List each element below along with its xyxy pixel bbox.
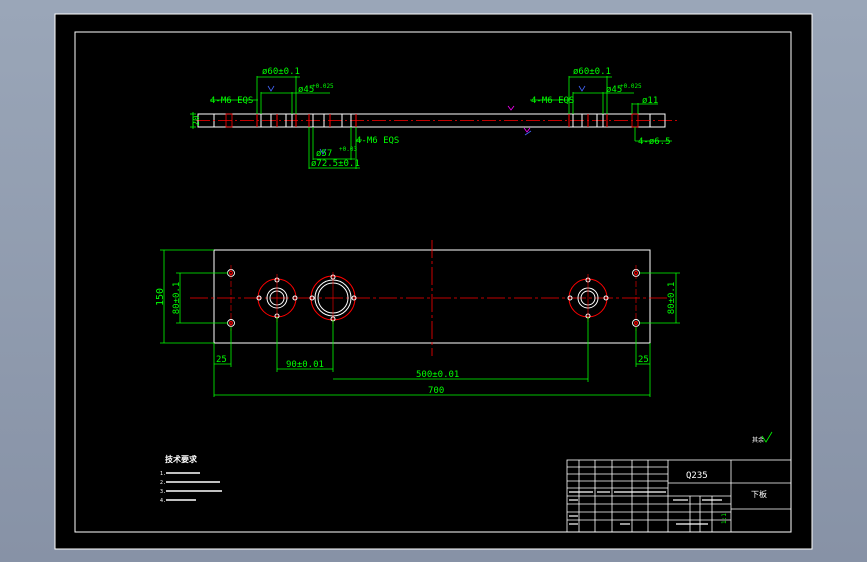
left-hole-spacing-label: 80±0.1 <box>172 282 182 315</box>
drawing-sheet <box>54 13 813 550</box>
scale-label: 1:1 <box>721 513 728 524</box>
top-view: 20 4-M6 EQS ø60±0.1 ø45 +0.025 4-M6 EQS … <box>190 67 678 169</box>
technical-notes: 技术要求 1. 2. 3. 4. <box>160 454 222 504</box>
right-bore-section <box>568 114 608 127</box>
right-mounting-holes <box>632 265 640 331</box>
middle-bore-section <box>308 114 357 127</box>
left-outer-dia-label: ø60±0.1 <box>262 67 300 77</box>
left-inner-dia-label: ø45 <box>298 85 314 95</box>
right-outer-dia-label: ø60±0.1 <box>573 67 611 77</box>
right-inner-tol-label: +0.025 <box>620 83 642 90</box>
front-view: 150 80±0.1 80±0.1 25 25 90±0.01 500±0.01… <box>155 240 680 397</box>
right-thread-label: 4-M6 EQS <box>531 96 574 106</box>
mid-inner-dia-label: ø57 <box>316 149 332 159</box>
right-hole-spacing-label: 80±0.1 <box>667 282 677 315</box>
left-thread-label: 4-M6 EQS <box>210 96 253 106</box>
part-name-label: 下板 <box>751 489 767 499</box>
mid-inner-tol-label: +0.03 <box>339 146 357 153</box>
surface-finish-symbols <box>267 85 586 155</box>
notes-line-2: 2. <box>160 480 166 486</box>
front-view-dimensions <box>160 249 680 397</box>
left-end-hole <box>225 113 233 128</box>
left-end-outline <box>197 113 214 128</box>
notes-text-strokes <box>166 472 222 501</box>
right-hole-label: 4-ø6.5 <box>638 137 671 147</box>
notes-heading: 技术要求 <box>165 454 198 464</box>
top-view-dimensions <box>190 76 672 169</box>
notes-line-4: 4. <box>160 498 166 504</box>
overall-length-label: 700 <box>428 386 444 396</box>
right-inner-dia-label: ø45 <box>606 85 622 95</box>
left-inner-tol-label: +0.025 <box>312 83 334 90</box>
notes-line-1: 1. <box>160 471 166 477</box>
title-block-text-strokes <box>569 491 722 525</box>
mid-outer-dia-label: ø72.5±0.1 <box>311 159 360 169</box>
general-roughness-symbol: 其余 <box>752 431 773 444</box>
left-bore-section <box>256 114 297 127</box>
right-end-outline <box>650 113 666 128</box>
right-edge-offset-label: 25 <box>638 355 649 365</box>
height-label: 150 <box>155 288 166 306</box>
bore-spacing-2-label: 500±0.01 <box>416 370 459 380</box>
bore-spacing-1-label: 90±0.01 <box>286 360 324 370</box>
left-edge-offset-label: 25 <box>216 355 227 365</box>
mid-thread-label: 4-M6 EQS <box>356 136 399 146</box>
roughness-label: 其余 <box>752 436 764 444</box>
title-block <box>566 459 792 533</box>
notes-line-3: 3. <box>160 489 166 495</box>
right-small-dia-label: ø11 <box>642 96 658 106</box>
right-bore <box>567 274 609 322</box>
drawing-frame <box>74 31 792 533</box>
thickness-label: 20 <box>192 116 202 127</box>
material-label: Q235 <box>686 471 708 481</box>
